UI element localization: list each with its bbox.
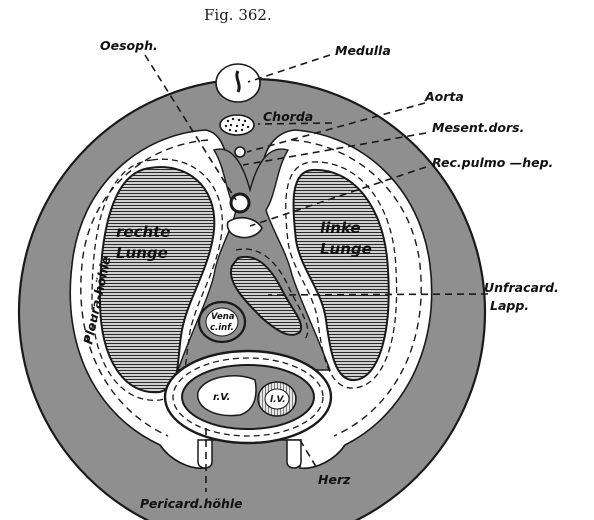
figure-title: Fig. 362.: [204, 6, 272, 24]
label-rec-pulmo-hep: Rec.pulmo —hep.: [432, 155, 553, 170]
label-oesoph: Oesoph.: [100, 38, 158, 53]
label-mesent-dors: Mesent.dors.: [432, 120, 524, 135]
label-aorta: Aorta: [424, 89, 464, 104]
label-infracard-2: Lapp.: [490, 298, 529, 313]
label-lv: l.V.: [270, 395, 286, 405]
aorta: [235, 147, 245, 157]
label-medulla: Medulla: [335, 43, 391, 58]
label-rv: r.V.: [213, 392, 230, 403]
oesophagus: [231, 194, 249, 212]
label-vena-2: c.inf.: [210, 323, 234, 333]
label-pericard-hoehle: Pericard.höhle: [140, 496, 243, 511]
label-vena-1: Vena: [211, 312, 235, 322]
label-chorda: Chorda: [263, 109, 313, 124]
label-rechte-lunge-1: rechte: [116, 223, 171, 241]
label-herz: Herz: [318, 472, 351, 487]
label-infracard-1: Unfracard.: [484, 280, 559, 295]
label-linke-lunge-1: linke: [320, 219, 361, 237]
herz-notch: [287, 440, 301, 468]
pericard-cavity-notch: [198, 440, 212, 468]
label-rechte-lunge-2: Lunge: [116, 244, 168, 262]
label-linke-lunge-2: Lunge: [320, 240, 372, 258]
